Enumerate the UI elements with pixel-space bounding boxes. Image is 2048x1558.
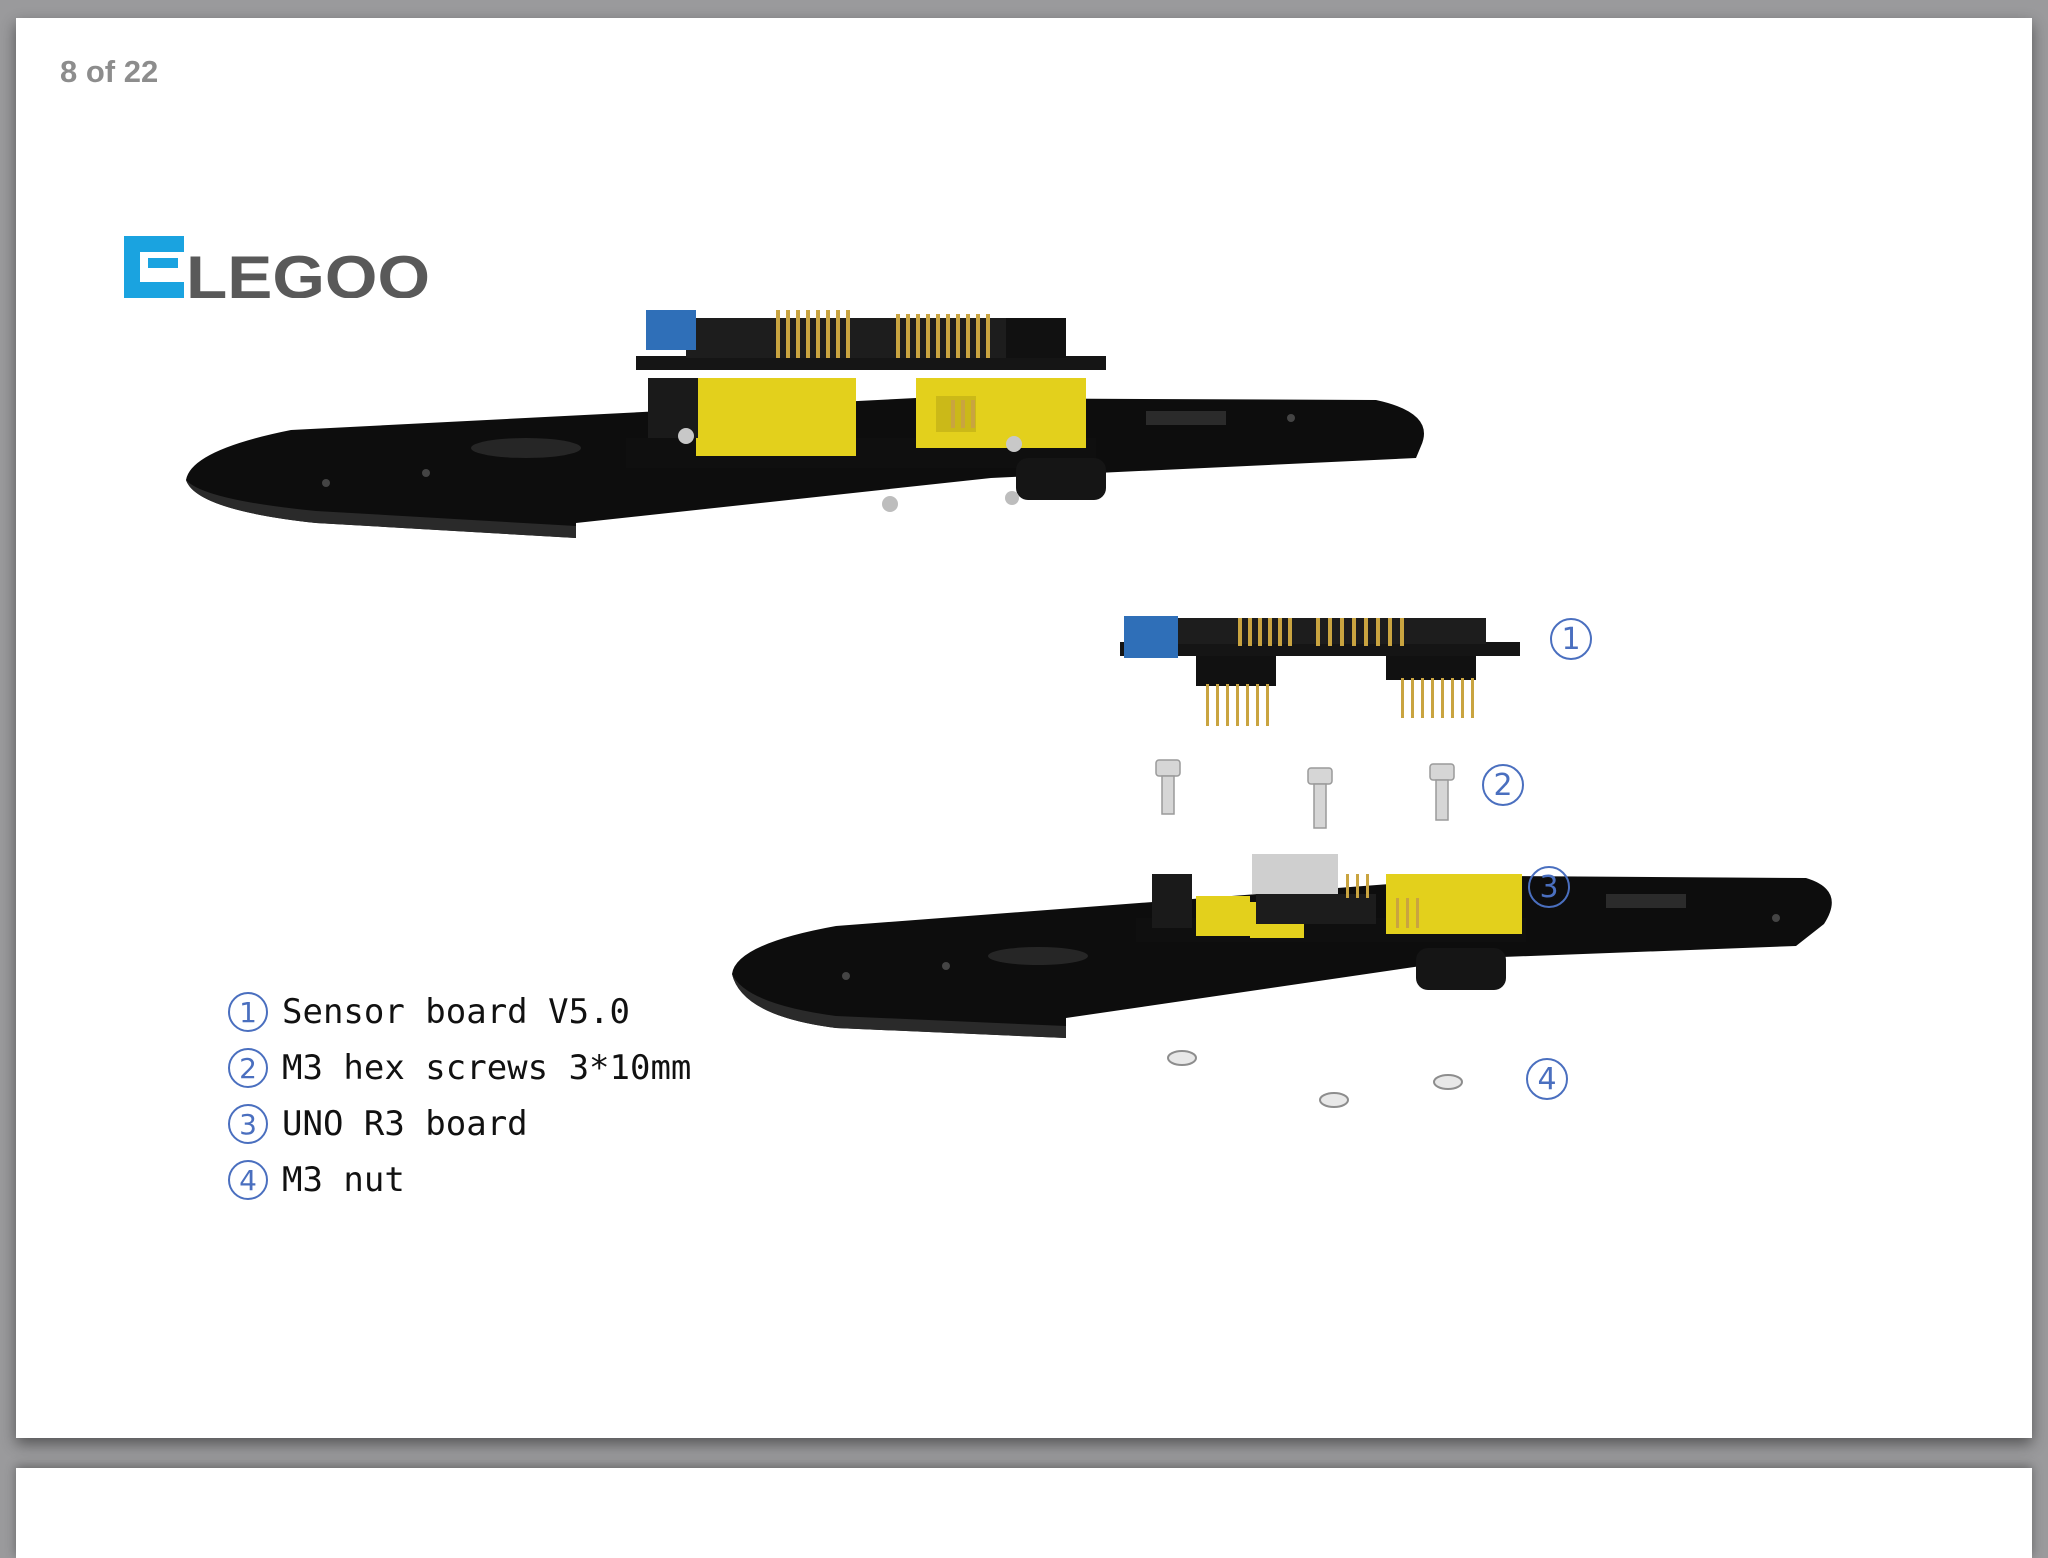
legend-label: M3 nut [282, 1160, 405, 1200]
legend-item: 1 Sensor board V5.0 [228, 984, 691, 1040]
assembled-chassis [186, 310, 1424, 538]
callout-3: 3 [1528, 866, 1570, 908]
legend-label: UNO R3 board [282, 1104, 528, 1144]
svg-text:LEGOO: LEGOO [186, 244, 430, 298]
uno-board-and-chassis [732, 854, 1832, 1038]
sensor-board-part [1120, 616, 1520, 726]
parts-legend: 1 Sensor board V5.0 2 M3 hex screws 3*10… [228, 984, 691, 1208]
page-counter: 8 of 22 [60, 54, 159, 89]
legend-label: Sensor board V5.0 [282, 992, 630, 1032]
document-page: 8 of 22 LEGOO [16, 18, 2032, 1438]
legend-item: 2 M3 hex screws 3*10mm [228, 1040, 691, 1096]
legend-number: 3 [228, 1104, 268, 1144]
m3-nuts-part [1167, 1050, 1463, 1108]
legend-number: 1 [228, 992, 268, 1032]
next-page-preview[interactable] [16, 1468, 2032, 1558]
legend-number: 2 [228, 1048, 268, 1088]
assembly-illustration [186, 310, 1832, 1108]
callout-1: 1 [1550, 618, 1592, 660]
legend-number: 4 [228, 1160, 268, 1200]
elegoo-logo: LEGOO [124, 236, 430, 298]
legend-item: 4 M3 nut [228, 1152, 691, 1208]
callout-4: 4 [1526, 1058, 1568, 1100]
hex-screws-part [1155, 759, 1455, 829]
legend-label: M3 hex screws 3*10mm [282, 1048, 692, 1088]
callout-2: 2 [1482, 764, 1524, 806]
legend-item: 3 UNO R3 board [228, 1096, 691, 1152]
